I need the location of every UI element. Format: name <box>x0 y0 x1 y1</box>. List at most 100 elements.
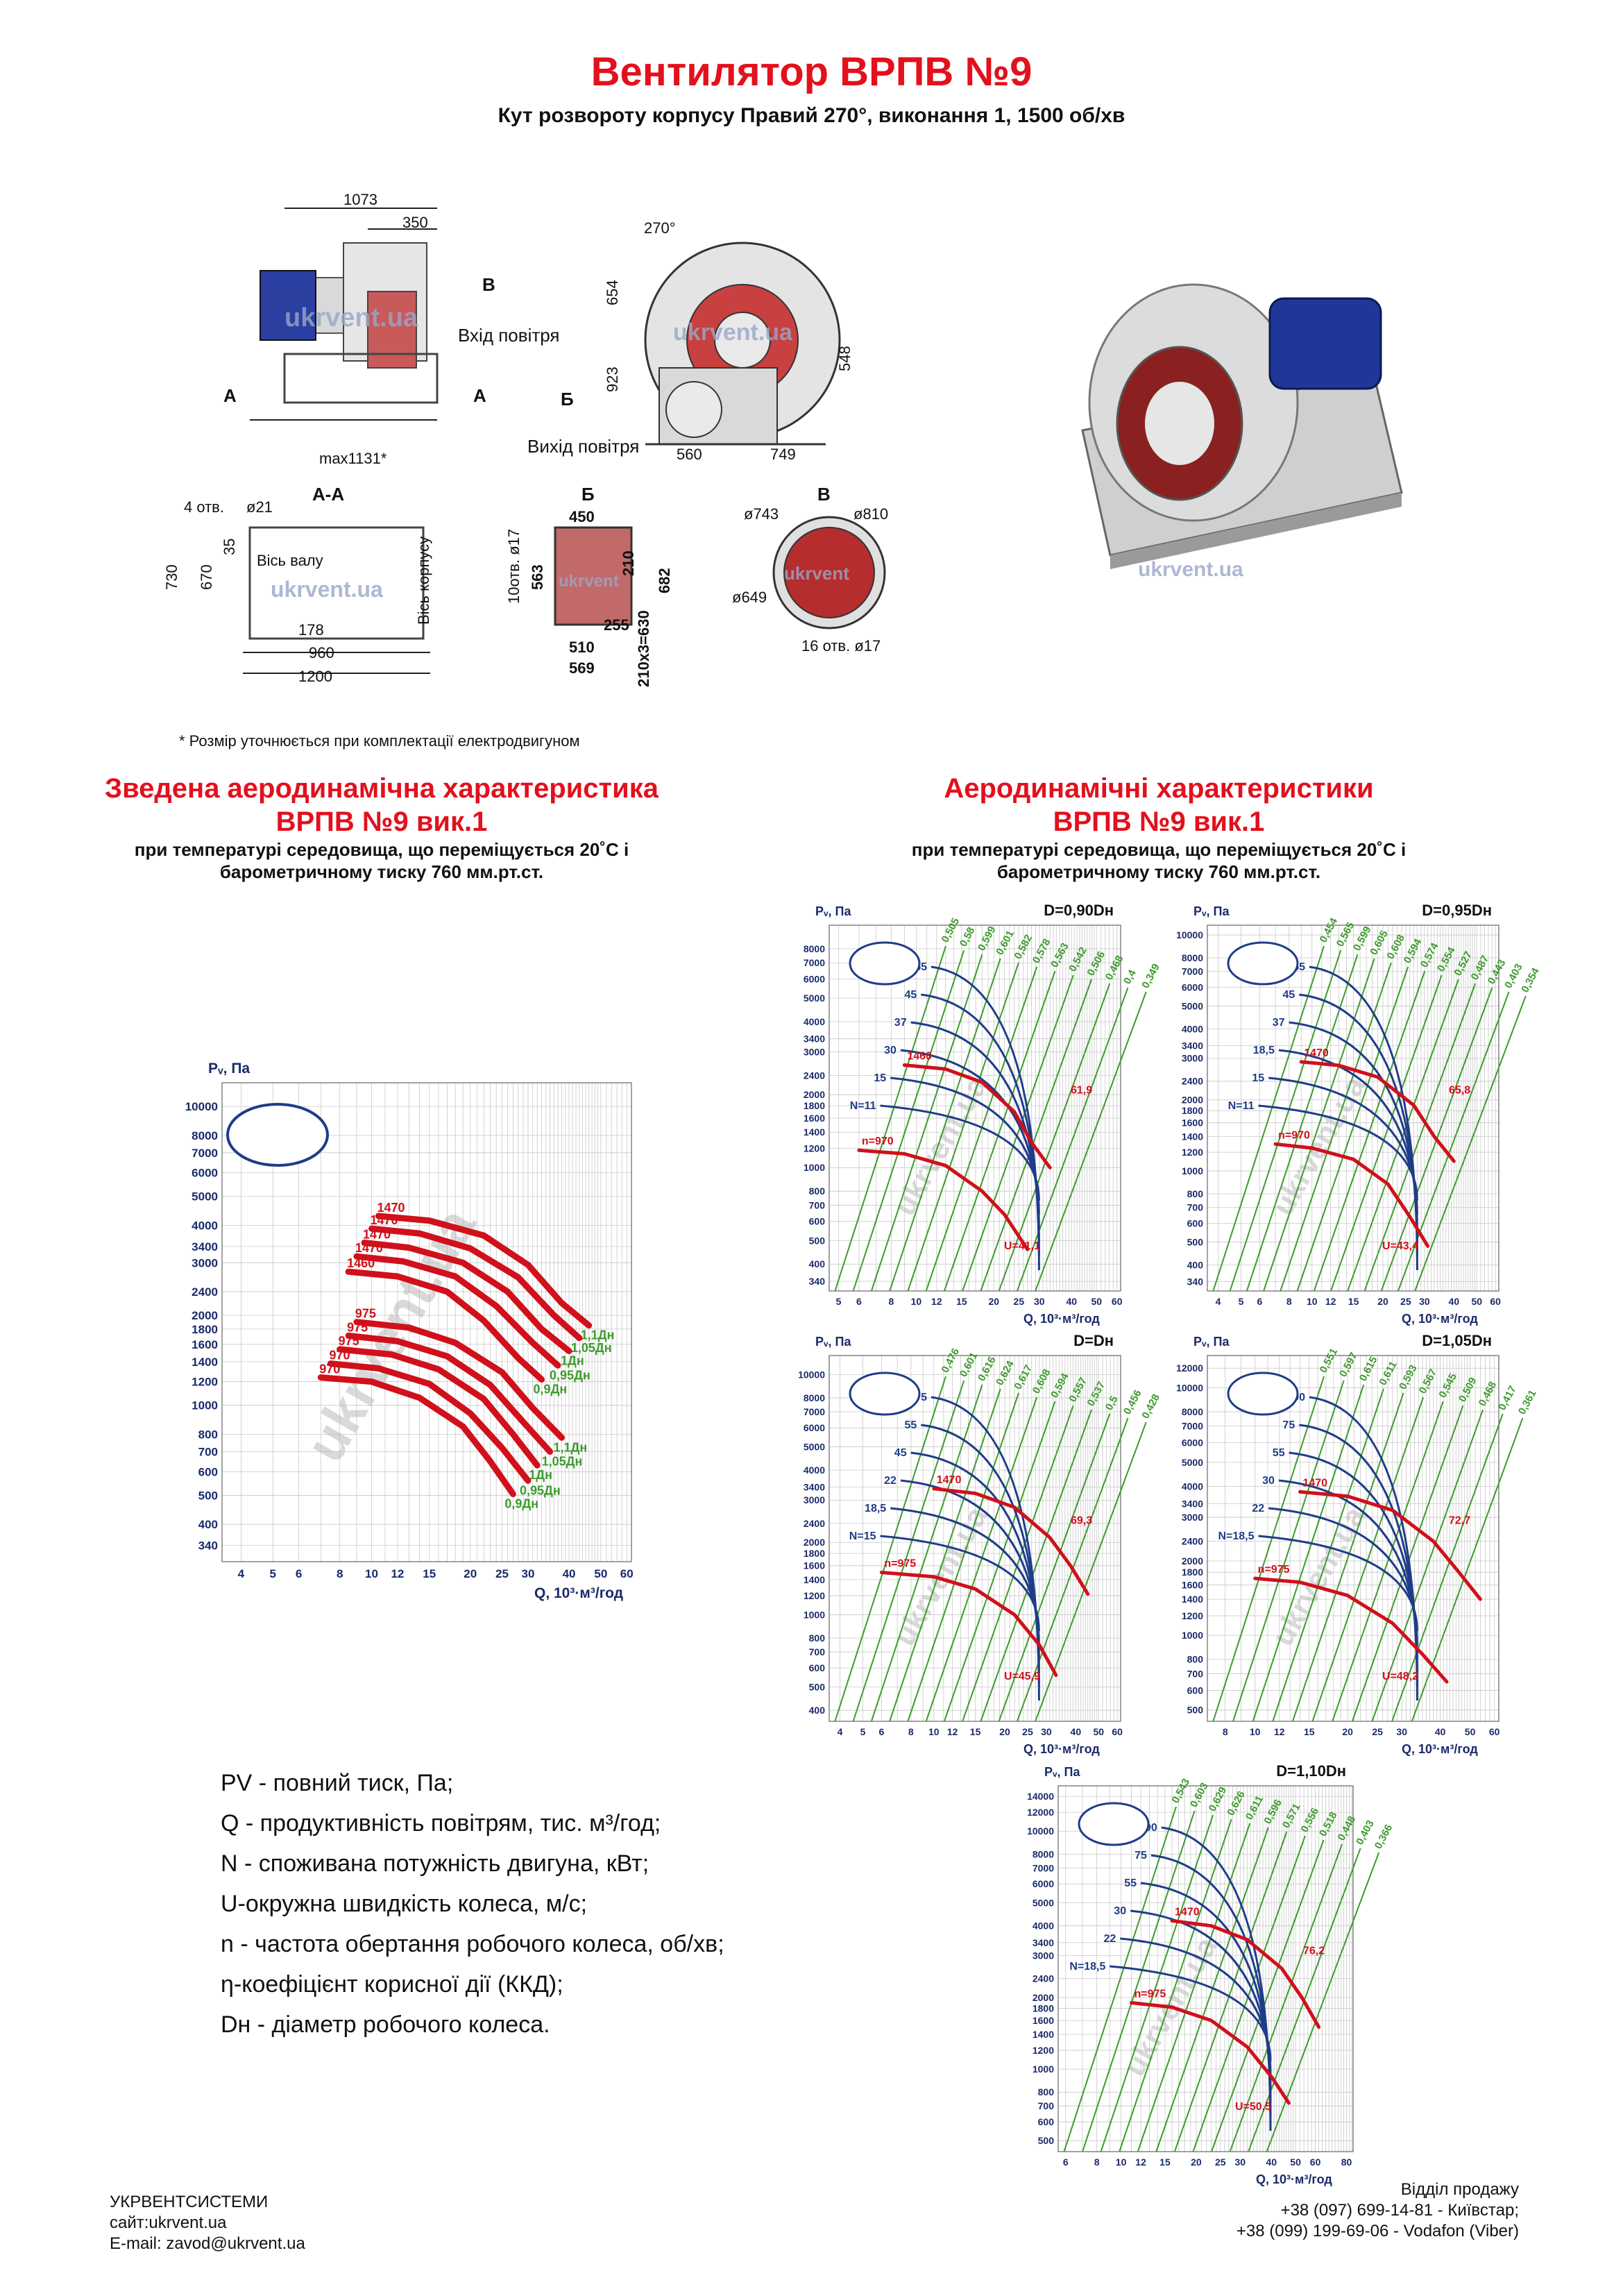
front-view-drawing: ukrvent.ua <box>644 242 841 446</box>
section-v-drawing: ukrvent <box>772 516 886 630</box>
y-tick-label: 2400 <box>1182 1536 1203 1547</box>
x-axis-label: Q, 10³·м³/год <box>1023 1312 1100 1326</box>
y-tick-label: 400 <box>198 1518 218 1531</box>
summary-title-2: ВРПВ №9 вик.1 <box>275 807 488 837</box>
size-footnote: * Розмір уточнюється при комплектації ел… <box>179 732 580 750</box>
y-tick-label: 12000 <box>1027 1807 1054 1818</box>
rpm-curve <box>879 1571 1058 1678</box>
y-tick-label: 2400 <box>804 1070 825 1081</box>
x-tick-label: 60 <box>1490 1296 1501 1307</box>
x-tick-label: 20 <box>1342 1726 1353 1737</box>
power-label: 37 <box>894 1017 907 1029</box>
power-label: 75 <box>1283 1419 1295 1431</box>
company-site[interactable]: сайт:ukrvent.ua <box>110 2213 227 2232</box>
svg-text:ukrvent.ua: ukrvent.ua <box>673 319 793 346</box>
power-label: N=18,5 <box>1218 1530 1254 1542</box>
x-tick-label: 10 <box>1250 1726 1261 1737</box>
curve-diameter-label: 1,05Дн <box>571 1341 612 1355</box>
symbol-legend: PV - повний тиск, Па; Q - продуктивність… <box>221 1763 724 2045</box>
x-axis-label: Q, 10³·м³/год <box>1256 2172 1332 2186</box>
curve-diameter-label: 1,1Дн <box>554 1440 588 1454</box>
x-tick-label: 40 <box>1266 2156 1277 2168</box>
x-tick-label: 20 <box>1191 2156 1202 2168</box>
curve-rpm-label: 970 <box>319 1362 340 1376</box>
y-tick-label: 400 <box>809 1258 826 1269</box>
individual-cond-1: при температурі середовища, що переміщує… <box>911 839 1407 860</box>
company-logo <box>1078 1802 1150 1846</box>
x-tick-label: 12 <box>391 1567 404 1580</box>
y-tick-label: 8000 <box>192 1129 218 1142</box>
dim-654: 654 <box>604 280 621 305</box>
svg-text:ukrvent.ua: ukrvent.ua <box>1138 558 1243 581</box>
aa-holes: 4 отв. <box>184 498 224 516</box>
x-tick-label: 15 <box>423 1567 436 1580</box>
svg-text:ukrvent: ukrvent <box>784 563 849 584</box>
y-tick-label: 4000 <box>192 1219 218 1232</box>
b-d255: 255 <box>604 616 629 634</box>
y-tick-label: 3000 <box>804 1047 825 1058</box>
rpm-label: n=970 <box>1278 1129 1310 1141</box>
x-tick-label: 50 <box>594 1567 607 1580</box>
y-tick-label: 1000 <box>804 1162 825 1173</box>
dim-749: 749 <box>770 446 796 463</box>
y-tick-label: 1400 <box>1033 2029 1054 2040</box>
y-tick-label: 1400 <box>192 1356 218 1369</box>
y-tick-label: 700 <box>809 1646 826 1657</box>
x-tick-label: 6 <box>1063 2156 1069 2168</box>
svg-text:ukrvent.ua: ukrvent.ua <box>271 577 383 602</box>
x-tick-label: 30 <box>522 1567 535 1580</box>
efficiency-line <box>1291 1392 1404 1722</box>
y-tick-label: 3000 <box>1182 1053 1203 1064</box>
efficiency-line <box>907 1392 1019 1722</box>
aa-d35: 35 <box>221 538 238 555</box>
y-tick-label: 1200 <box>804 1143 825 1154</box>
x-tick-label: 5 <box>269 1567 275 1580</box>
y-tick-label: 8000 <box>804 1392 825 1403</box>
efficiency-line <box>1371 1409 1484 1722</box>
y-tick-label: 1000 <box>1033 2063 1054 2075</box>
efficiency-line <box>962 974 1074 1292</box>
y-tick-label: 6000 <box>1033 1878 1054 1889</box>
company-email[interactable]: E-mail: zavod@ukrvent.ua <box>110 2234 305 2253</box>
x-tick-label: 8 <box>1094 2156 1100 2168</box>
y-tick-label: 10000 <box>185 1100 218 1113</box>
legend-item: η-коефіцієнт корисної дії (ККД); <box>221 1971 563 1998</box>
x-tick-label: 60 <box>1310 2156 1321 2168</box>
speed-min-label: U=43,4 <box>1382 1240 1418 1252</box>
individual-cond-2: барометричному тиску 760 мм.рт.ст. <box>996 861 1321 882</box>
y-tick-label: 3400 <box>1033 1937 1054 1948</box>
x-axis-label: Q, 10³·м³/год <box>1402 1312 1478 1326</box>
curve-rpm-label: 1470 <box>377 1201 405 1215</box>
b-d210: 210 <box>620 550 637 576</box>
y-tick-label: 5000 <box>192 1190 218 1204</box>
sales-phone-1[interactable]: +38 (097) 699-14-81 - Київстар; <box>1280 2201 1519 2220</box>
section-v-title: В <box>817 484 831 505</box>
y-tick-label: 600 <box>1187 1217 1204 1229</box>
rpm-curve <box>1130 2001 1291 2105</box>
y-tick-label: 700 <box>1187 1668 1204 1679</box>
efficiency-line <box>1311 1396 1425 1722</box>
footer-sales: Відділ продажу +38 (097) 699-14-81 - Киї… <box>1237 2179 1519 2242</box>
efficiency-label: 0,468 <box>1477 1380 1499 1408</box>
y-tick-label: 600 <box>809 1662 826 1673</box>
aa-d730: 730 <box>163 564 180 590</box>
y-tick-label: 600 <box>198 1465 218 1478</box>
curve-rpm-label: 975 <box>347 1320 368 1334</box>
efficiency-line <box>852 1380 965 1722</box>
b-holes10: 10отв. ø17 <box>505 528 522 604</box>
efficiency-line <box>925 966 1038 1292</box>
watermark: ukrvent.ua <box>1266 1501 1373 1652</box>
chart-title: D=Dн <box>1073 1332 1114 1349</box>
efficiency-line <box>1082 1810 1196 2152</box>
rpm-label: 1460 <box>907 1050 932 1062</box>
x-tick-label: 25 <box>495 1567 509 1580</box>
sales-phone-2[interactable]: +38 (099) 199-69-06 - Vodafon (Viber) <box>1236 2222 1519 2240</box>
dim-1073: 1073 <box>343 191 377 208</box>
x-tick-label: 8 <box>908 1726 914 1737</box>
x-tick-label: 50 <box>1091 1296 1102 1307</box>
y-tick-label: 500 <box>809 1682 826 1693</box>
y-tick-label: 2000 <box>1182 1555 1203 1567</box>
summary-cond-1: при температурі середовища, що переміщує… <box>134 839 629 860</box>
summary-curve <box>345 1268 545 1383</box>
